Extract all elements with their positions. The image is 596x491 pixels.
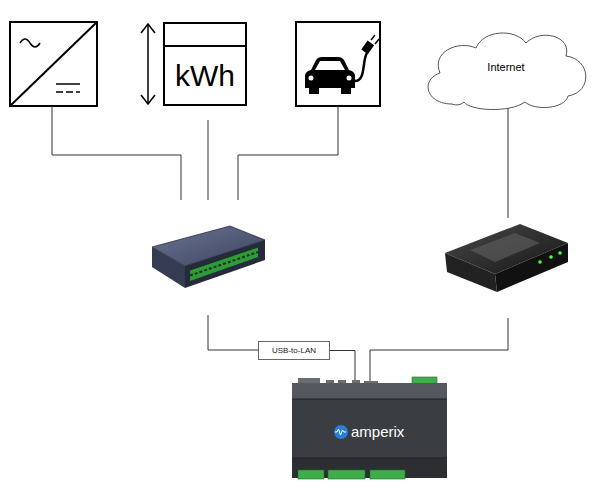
connector-line xyxy=(330,351,355,384)
ev-charger-box xyxy=(296,22,380,106)
car-wheel xyxy=(309,87,319,94)
header-band-line xyxy=(165,45,245,47)
ac-symbol xyxy=(20,39,40,47)
cloud-node: Internet xyxy=(420,25,592,115)
switch-ports xyxy=(190,252,258,276)
car-light xyxy=(309,76,314,81)
device-top-band xyxy=(292,383,447,399)
plug-prong xyxy=(371,35,375,40)
inverter-diagonal xyxy=(10,22,97,106)
plug-prong xyxy=(375,39,379,44)
car-wheel xyxy=(341,87,351,94)
car-light xyxy=(347,76,352,81)
car-window xyxy=(315,61,345,70)
network-wire xyxy=(208,315,258,350)
meter-box: kWh xyxy=(163,22,247,106)
arrow-head xyxy=(141,24,155,33)
car-icon xyxy=(305,57,355,88)
switch-front xyxy=(185,240,265,288)
router-led xyxy=(549,255,553,259)
charging-cable xyxy=(355,53,367,81)
inverter-box xyxy=(10,22,97,106)
router-led xyxy=(558,251,562,255)
node-label: Internet xyxy=(420,61,592,74)
switch-ports xyxy=(190,247,258,270)
node-label: kWh xyxy=(165,58,245,94)
switch-side xyxy=(152,247,185,288)
node-label: USB-to-LAN xyxy=(259,346,329,356)
dc-symbol xyxy=(56,91,80,93)
terminal-block xyxy=(370,470,405,479)
controller-device: amperix xyxy=(292,383,447,478)
terminal-block xyxy=(328,470,365,479)
switch-ports xyxy=(190,247,258,281)
terminal-block xyxy=(298,470,324,479)
network-wire xyxy=(508,108,509,218)
router-panel xyxy=(470,233,540,262)
network-wire xyxy=(52,106,181,200)
dc-symbol xyxy=(56,83,80,85)
adapter-label-box: USB-to-LAN xyxy=(258,341,330,360)
network-wire xyxy=(238,106,338,200)
arrow-head xyxy=(141,95,155,104)
router-led xyxy=(538,260,542,264)
logo-mark xyxy=(334,425,348,439)
logo-wave xyxy=(335,429,346,435)
device-body xyxy=(292,383,447,478)
device-edge xyxy=(292,399,447,400)
network-wire xyxy=(370,318,508,383)
network-wire xyxy=(208,120,209,200)
device-bottom-band xyxy=(292,458,447,478)
device-edge xyxy=(292,458,447,459)
node-label: amperix xyxy=(351,423,404,441)
bidirectional-arrow xyxy=(147,25,149,103)
plug-icon xyxy=(361,41,374,55)
